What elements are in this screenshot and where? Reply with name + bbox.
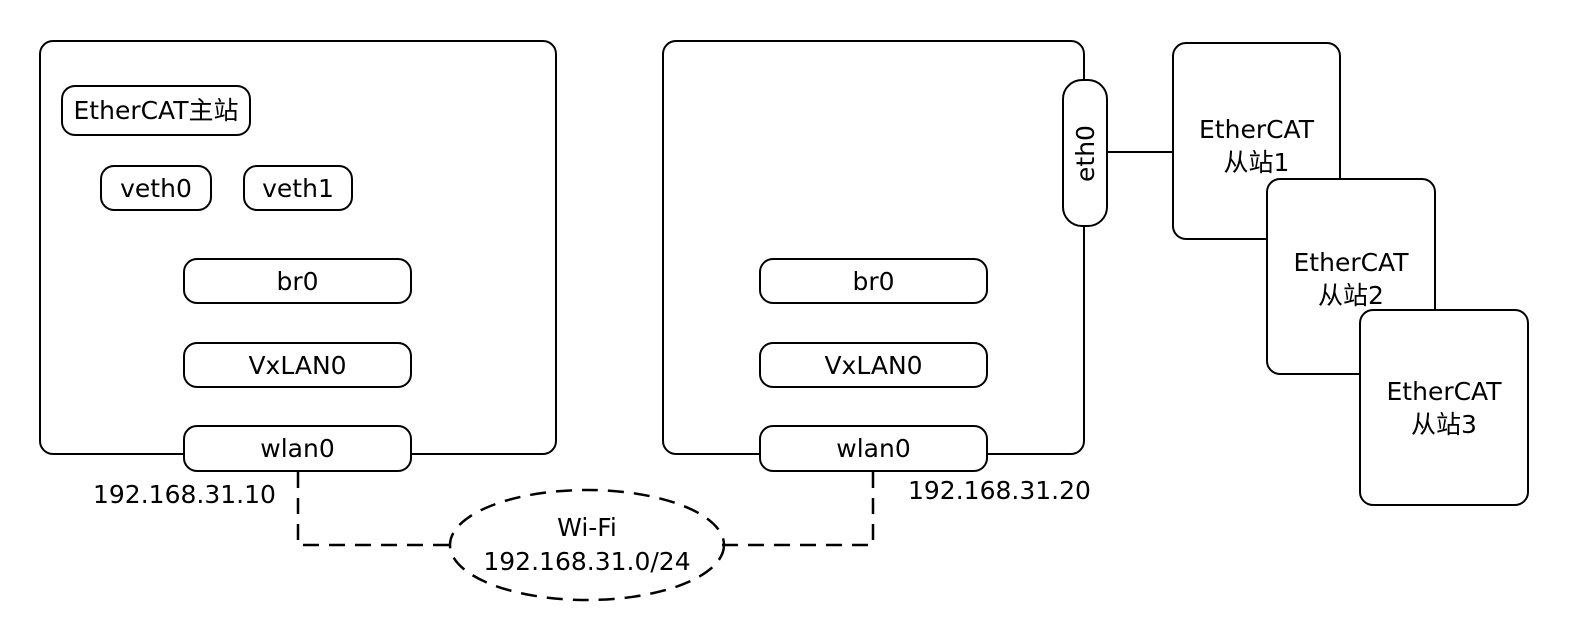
vxlan0-node-b: VxLAN0 [759,342,988,388]
link-wlan0a-wifi [296,472,452,547]
link-wlan0b-wifi [722,472,875,547]
eth0-label: eth0 [1070,124,1100,182]
host-b-frame [662,40,1085,455]
eth0-node: eth0 [1062,79,1108,227]
wlan0-node-b: wlan0 [759,425,988,472]
slave-1-line1: EtherCAT [1199,115,1314,144]
wifi-label: Wi-Fi [557,513,617,542]
br0-node-b: br0 [759,258,988,304]
wifi-subnet: 192.168.31.0/24 [483,547,691,576]
slave-3-line1: EtherCAT [1386,377,1502,406]
host-b-ip: 192.168.31.20 [908,476,1091,505]
ethercat-slave-3: EtherCAT 从站3 [1359,309,1529,506]
veth0-node: veth0 [100,165,212,211]
slave-2-line2: 从站2 [1318,281,1384,310]
br0-node-a: br0 [183,258,412,304]
slave-2-line1: EtherCAT [1293,248,1409,277]
slave-3-line2: 从站3 [1411,410,1477,439]
host-a-ip: 192.168.31.10 [93,480,276,509]
ethercat-master-node: EtherCAT主站 [61,85,251,136]
wlan0-node-a: wlan0 [183,425,412,472]
vxlan0-node-a: VxLAN0 [183,342,412,388]
ethercat-slave-2: EtherCAT 从站2 [1266,178,1436,375]
veth1-node: veth1 [243,165,353,211]
wifi-network-ellipse [448,488,726,602]
slave-1-line2: 从站1 [1223,148,1290,177]
wifi-network: Wi-Fi 192.168.31.0/24 [450,492,724,598]
